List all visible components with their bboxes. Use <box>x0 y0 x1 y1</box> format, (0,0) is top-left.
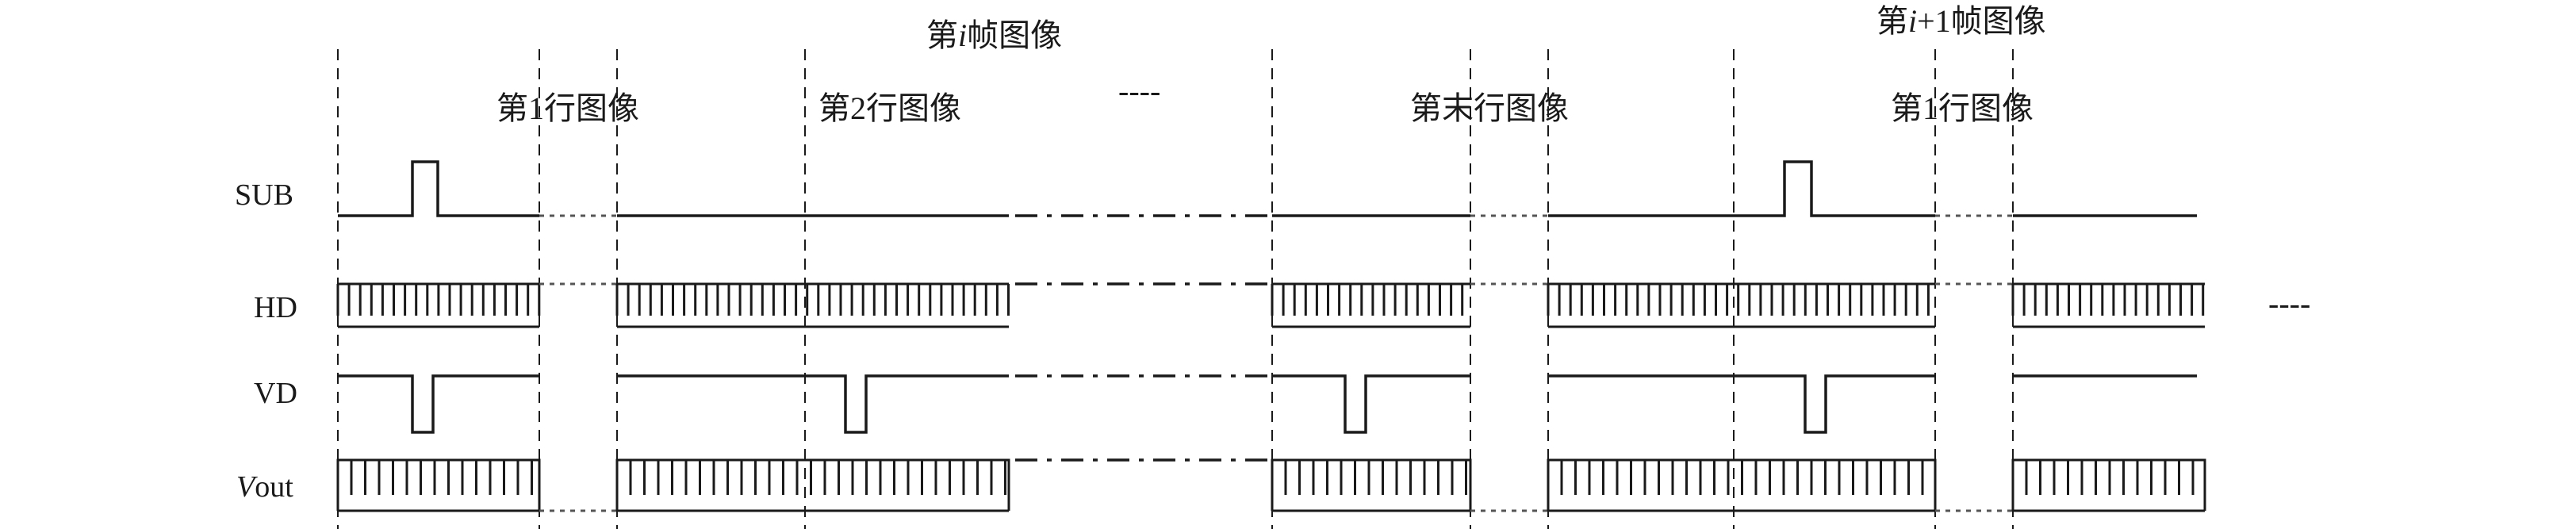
row-1-next-title: 第1行图像 <box>1891 90 2034 126</box>
vout-block-3 <box>1271 458 1472 512</box>
ellipsis-right: ---- <box>2268 286 2310 321</box>
sub-wave-4 <box>1548 160 1935 217</box>
hd-ticks-1 <box>336 282 541 328</box>
vout-block-2 <box>615 458 1010 512</box>
vout-block-1 <box>336 458 541 512</box>
vout-block-4 <box>1547 458 1937 512</box>
vd-wave-1 <box>338 374 539 434</box>
hd-ticks-5 <box>2011 282 2205 328</box>
signal-label-hd: HD <box>254 291 297 324</box>
vd-wave-4 <box>1548 374 1935 434</box>
row-last-title: 第末行图像 <box>1410 90 1569 126</box>
hd-ticks-2 <box>615 282 1010 328</box>
row-2-title: 第2行图像 <box>818 90 961 126</box>
vd-wave-3 <box>1272 374 1470 434</box>
frame-i-plus-1-title: 第i+1帧图像 <box>1876 3 2046 39</box>
hd-ticks-3 <box>1271 282 1470 328</box>
signal-label-vout: Vout <box>236 470 293 504</box>
row-1-title: 第1行图像 <box>496 90 639 126</box>
sub-wave-1 <box>338 160 539 217</box>
vout-block-5 <box>2011 458 2206 512</box>
hd-ticks-4 <box>1547 282 1935 328</box>
vertical-dashed-lines <box>337 49 2014 529</box>
signal-label-vd: VD <box>254 377 297 410</box>
ellipsis-top: ---- <box>1118 73 1160 109</box>
vd-wave-2 <box>617 374 1009 434</box>
signal-label-sub: SUB <box>235 178 293 212</box>
frame-i-title: 第i帧图像 <box>926 17 1062 53</box>
waveforms <box>336 160 2206 512</box>
